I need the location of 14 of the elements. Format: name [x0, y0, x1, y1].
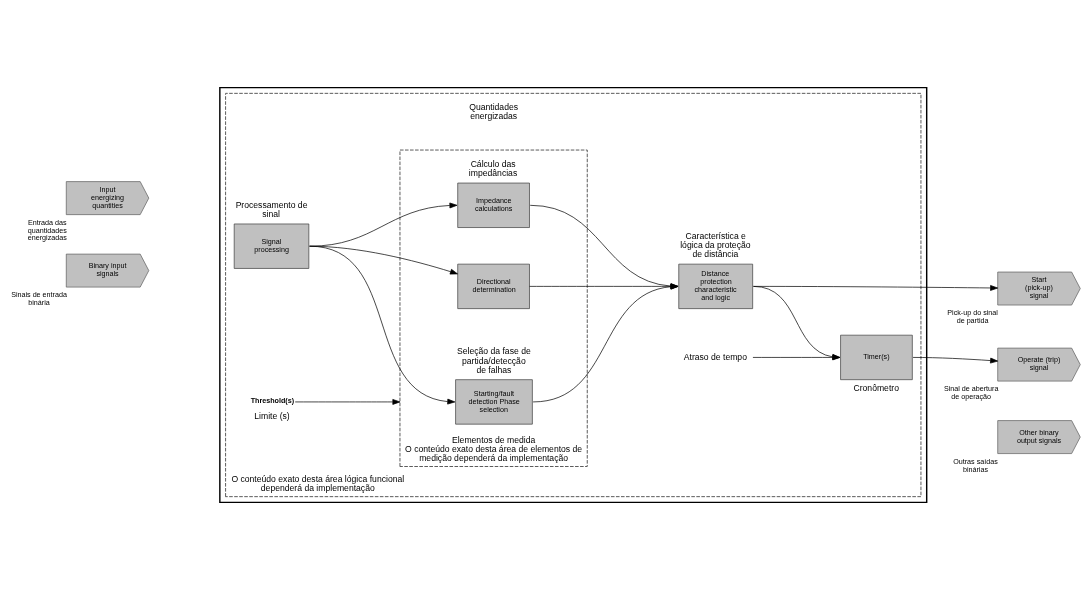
node-label: Processamento de sinal	[235, 199, 308, 219]
node-text: Atraso de tempo	[683, 351, 747, 362]
arrow	[309, 202, 458, 247]
node-label: Seleção da fase de partida/detecção de falhas	[457, 345, 531, 375]
arrow	[912, 356, 999, 363]
node-label: Característica e lógica da proteção de distância	[680, 230, 751, 259]
arrow	[294, 398, 401, 405]
arrow	[753, 284, 999, 291]
node-label: Cálculo das impedâncias	[468, 158, 518, 178]
arrow	[753, 285, 841, 360]
node-label: Limite (s)	[254, 410, 290, 421]
arrow	[752, 354, 841, 360]
node-label: Cronômetro	[853, 382, 899, 393]
label: Quantidades energizadas	[469, 101, 519, 121]
